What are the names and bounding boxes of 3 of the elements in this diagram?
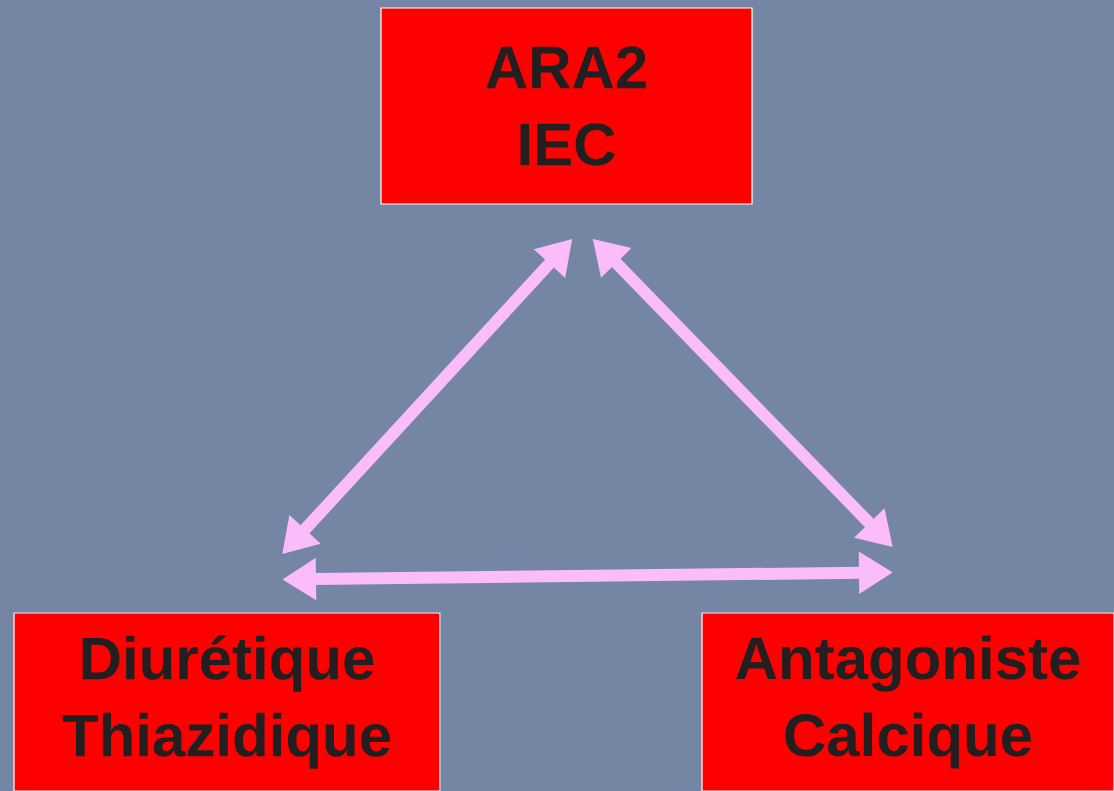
text-box: ARA2 IEC [380,7,753,205]
text-box: Antagoniste Calcique [701,612,1114,791]
text-box: Diurétique Thiazidique [13,612,441,791]
